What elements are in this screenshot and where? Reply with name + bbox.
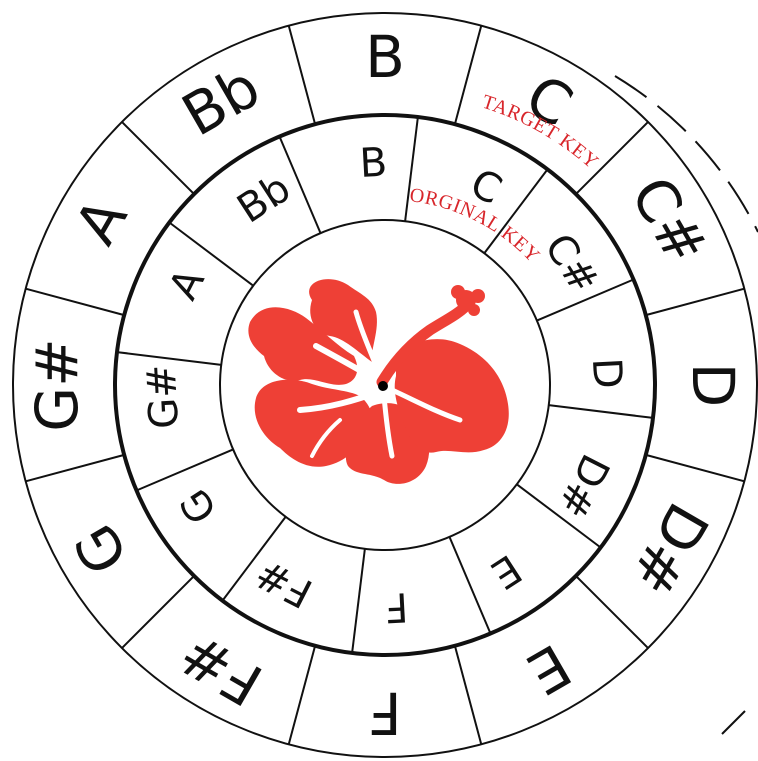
outer-divider-line bbox=[646, 455, 745, 481]
outer-divider-line bbox=[289, 646, 315, 745]
outer-key-c-sharp: C# bbox=[617, 165, 720, 276]
outer-divider-line bbox=[122, 122, 194, 194]
hibiscus-center-dot bbox=[378, 381, 388, 391]
outer-divider-line bbox=[455, 646, 481, 745]
outer-divider-line bbox=[576, 576, 648, 648]
hibiscus-flower-icon bbox=[248, 279, 508, 484]
inner-divider-line bbox=[117, 352, 221, 365]
inner-divider-line bbox=[352, 549, 365, 653]
outer-key-b: B bbox=[365, 23, 405, 91]
outer-key-d-sharp: D# bbox=[616, 492, 722, 607]
inner-key-bb: Bb bbox=[229, 165, 298, 232]
inner-divider-line bbox=[449, 537, 490, 634]
hibiscus-stamen-tip-3 bbox=[451, 285, 465, 299]
marker-tick bbox=[722, 711, 745, 734]
inner-key-a: A bbox=[160, 261, 214, 307]
outer-key-d: D bbox=[679, 363, 747, 408]
outer-divider-line bbox=[289, 26, 315, 125]
outer-divider-line bbox=[122, 576, 194, 648]
inner-key-g: G bbox=[171, 480, 226, 531]
outer-key-f-sharp: F# bbox=[169, 619, 274, 719]
outer-key-g: G bbox=[60, 513, 141, 586]
hibiscus-petal-right bbox=[395, 339, 509, 453]
outer-key-g-sharp: G# bbox=[23, 338, 91, 432]
outer-key-a: A bbox=[62, 187, 141, 256]
inner-divider-line bbox=[549, 405, 653, 418]
inner-key-d: D bbox=[583, 357, 631, 390]
inner-key-c-sharp: C# bbox=[535, 226, 607, 303]
inner-key-d-sharp: D# bbox=[548, 447, 618, 525]
inner-key-e: E bbox=[483, 545, 529, 597]
outer-key-f: F bbox=[368, 679, 401, 747]
outer-divider-line bbox=[646, 289, 745, 315]
inner-key-g-sharp: G# bbox=[139, 363, 188, 430]
inner-key-f-sharp: F# bbox=[249, 549, 320, 616]
outer-key-bb: Bb bbox=[171, 52, 271, 149]
inner-key-b: B bbox=[358, 140, 388, 187]
outer-key-e: E bbox=[516, 630, 582, 707]
outer-divider-line bbox=[455, 26, 481, 125]
outer-divider-line bbox=[26, 455, 125, 481]
hibiscus-stamen-tip-2 bbox=[471, 289, 485, 303]
hibiscus-stamen-tip-4 bbox=[468, 304, 480, 316]
inner-key-f: F bbox=[384, 583, 409, 630]
inner-divider-line bbox=[136, 449, 233, 490]
outer-divider-line bbox=[26, 289, 125, 315]
